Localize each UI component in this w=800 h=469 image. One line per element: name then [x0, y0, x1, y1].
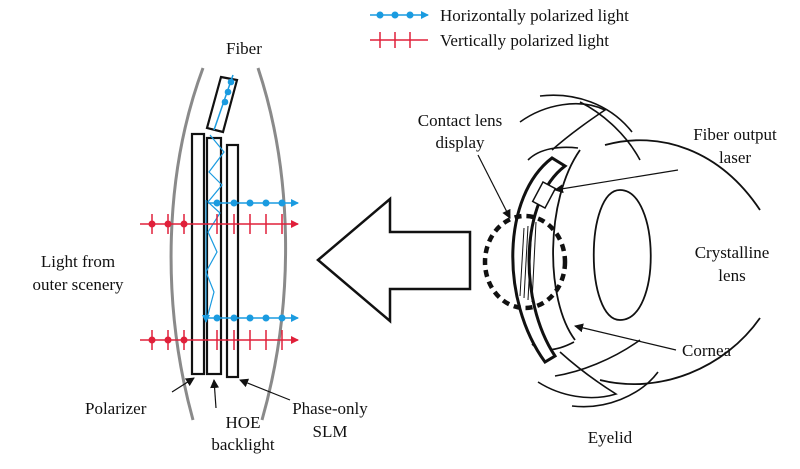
fiber	[205, 74, 239, 134]
eye-diagram	[477, 94, 761, 408]
legend-horizontal-label: Horizontally polarized light	[440, 6, 629, 25]
cornea-label: Cornea	[682, 341, 732, 360]
output-ray-top	[208, 199, 299, 207]
scenery-ray-top	[140, 214, 299, 234]
polarizer-pointer	[171, 377, 195, 393]
scenery-ray-bottom	[140, 330, 299, 350]
fiber-output-laser	[531, 180, 557, 210]
contact-lens-display	[511, 156, 568, 364]
hoe-label-line2: backlight	[211, 435, 275, 454]
output-ray-bottom	[208, 314, 299, 322]
contact-lens-pointer	[477, 154, 511, 219]
hoe-backlight	[205, 136, 223, 376]
lower-eyelid	[537, 351, 618, 399]
light-from-label-line1: Light from	[41, 252, 115, 271]
phase-only-slm	[225, 143, 240, 379]
slm-label-line1: Phase-only	[292, 399, 368, 418]
eyelid-label: Eyelid	[588, 428, 633, 447]
lens-inner-curve	[256, 67, 288, 421]
polarizer	[190, 132, 206, 376]
cornea-pointer	[574, 323, 677, 351]
crystalline-lens-label-line1: Crystalline	[695, 243, 770, 262]
polarizer-label: Polarizer	[85, 399, 147, 418]
legend: Horizontally polarized light Vertically …	[370, 6, 629, 50]
fiber-label: Fiber	[226, 39, 262, 58]
zoom-circle	[482, 213, 568, 311]
zoom-arrow	[316, 196, 472, 324]
contact-lens-label-line1: Contact lens	[418, 111, 503, 130]
fiber-output-pointer	[554, 169, 679, 194]
slm-label-line2: SLM	[313, 422, 348, 441]
legend-vertical-swatch	[370, 32, 428, 48]
legend-horizontal-swatch	[370, 11, 429, 19]
legend-vertical-label: Vertically polarized light	[440, 31, 609, 50]
slm-pointer	[239, 378, 291, 401]
cornea	[552, 149, 581, 341]
lens-cross-section	[140, 67, 299, 421]
eyeball-outline	[604, 139, 761, 211]
contact-lens-internal-lines	[519, 221, 537, 303]
hoe-label-line1: HOE	[226, 413, 261, 432]
lens-outer-curve	[169, 67, 205, 421]
fiber-output-label-line2: laser	[719, 148, 751, 167]
hoe-pointer	[210, 379, 220, 409]
light-from-label-line2: outer scenery	[32, 275, 124, 294]
fiber-output-label-line1: Fiber output	[693, 125, 777, 144]
upper-eyelid	[519, 103, 607, 151]
crystalline-lens	[592, 189, 652, 321]
backlight-light-path	[205, 134, 225, 323]
crystalline-lens-label-line2: lens	[718, 266, 745, 285]
contact-lens-label-line2: display	[435, 133, 485, 152]
